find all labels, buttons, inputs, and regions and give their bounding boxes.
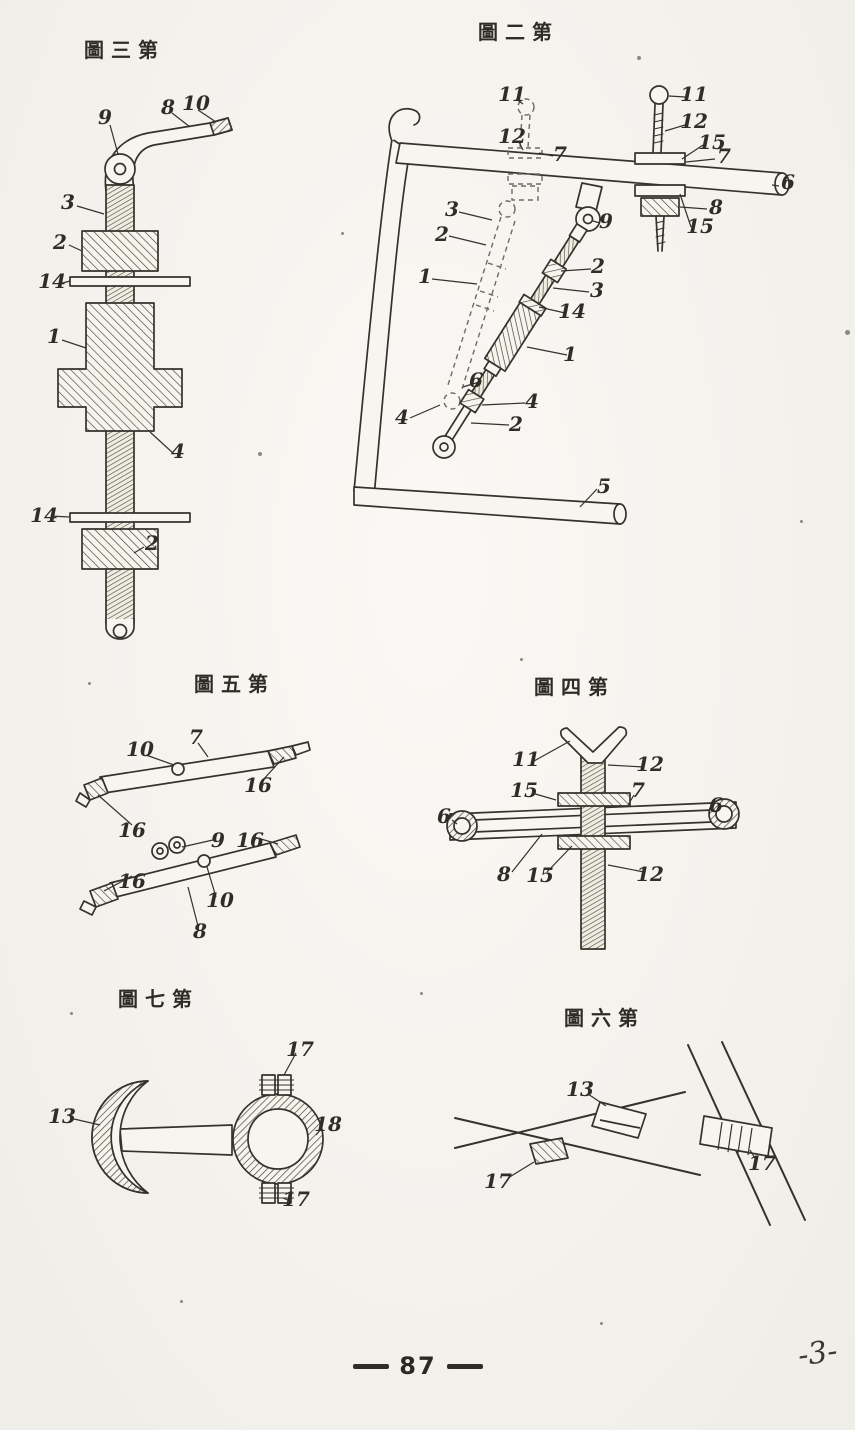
figure3-caption: 圖三第 [84, 38, 165, 62]
fig4-leader-lines [451, 740, 718, 873]
fig2-ghost-position [443, 98, 543, 410]
fig6-clamp-17-left [529, 1137, 569, 1165]
fig3-upper-washer [69, 276, 191, 287]
fig5-top-left-tab [83, 777, 109, 801]
figure7-svg [73, 1052, 324, 1204]
scan-speckle [88, 682, 91, 685]
footer-rule-right [446, 1363, 483, 1369]
fig4-clamp-bottom [557, 835, 631, 850]
fig6-clamp-17-right [699, 1115, 773, 1157]
scan-speckle [800, 520, 803, 523]
fig6-wire2 [454, 1117, 701, 1176]
fig2-bottom-tube [353, 486, 626, 525]
fig7-bottom-lug [259, 1182, 294, 1204]
figure2-svg [353, 85, 790, 525]
fig2-diagonal-rod [443, 222, 588, 443]
fig2-clamp-plate-top [634, 152, 686, 165]
fig5-top-hole [171, 762, 185, 776]
fig3-body-block [57, 302, 183, 432]
figure4-svg [446, 726, 740, 950]
figure5-caption: 圖五第 [194, 672, 275, 696]
figure6-svg [454, 1041, 806, 1226]
figure2-drawing [330, 55, 820, 630]
page-footer: 87 [328, 1352, 508, 1380]
figure6-caption: 圖六第 [564, 1006, 645, 1030]
figure4-drawing [430, 725, 750, 970]
scan-speckle [845, 330, 850, 335]
fig5-bottom-right-tab [269, 834, 301, 856]
fig3-leader-lines [50, 109, 217, 554]
fig6-wire1 [454, 1091, 686, 1149]
figure7-drawing [50, 1025, 370, 1240]
fig2-left-tube [353, 138, 411, 498]
scan-speckle [520, 658, 523, 661]
fig5-bottom-bar [109, 842, 277, 898]
scan-speckle [70, 1012, 73, 1015]
fig5-bottom-hole [197, 854, 211, 868]
fig7-top-lug [259, 1074, 294, 1096]
fig2-top-curl [388, 107, 421, 142]
fig4-bolt [580, 752, 606, 950]
page-number: 87 [399, 1352, 437, 1380]
figure6-drawing [450, 1040, 810, 1230]
fig2-clamp-plate-bottom [634, 184, 686, 197]
fig7-crescent-hatch [91, 1080, 149, 1194]
figure5-drawing [70, 715, 320, 975]
figure7-caption: 圖七第 [118, 987, 199, 1011]
fig4-y-handle [559, 726, 628, 764]
fig3-lower-nut [81, 528, 159, 570]
handwritten-page-note: -3- [795, 1333, 840, 1374]
scan-speckle [258, 452, 262, 456]
fig3-lower-washer [69, 512, 191, 523]
figure3-svg [50, 109, 233, 640]
fig5-top-bar [99, 750, 275, 794]
scan-speckle [341, 232, 344, 235]
figure3-drawing [40, 85, 290, 645]
fig6-clamp-13 [591, 1101, 647, 1139]
figure2-caption: 圖二第 [478, 20, 559, 44]
fig5-bottom-left-tab [89, 882, 119, 908]
scan-speckle [600, 1322, 603, 1325]
fig5-leader-lines [97, 742, 285, 927]
footer-rule-left [353, 1363, 390, 1369]
fig3-upper-nut [81, 230, 159, 272]
scan-speckle [180, 1300, 183, 1303]
figure4-caption: 圖四第 [534, 675, 615, 699]
fig7-leader-lines [73, 1052, 323, 1202]
scan-speckle [637, 56, 641, 60]
figure5-svg [75, 741, 311, 927]
fig6-leader-lines [507, 1093, 757, 1179]
fig2-handle-ball [649, 85, 669, 105]
scan-speckle [420, 992, 423, 995]
fig5-top-right-tab [267, 745, 297, 765]
fig2-leader-lines [409, 95, 780, 508]
fig4-clamp-top [557, 792, 631, 807]
fig2-bolt-nut [640, 197, 680, 217]
fig7-neck [119, 1124, 233, 1156]
